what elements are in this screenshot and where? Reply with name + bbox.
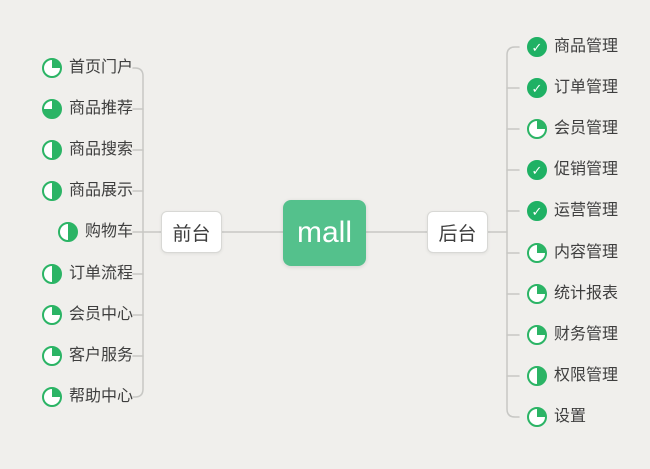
- task-progress-icon[interactable]: [527, 243, 547, 263]
- topic-item[interactable]: 订单流程: [41, 262, 133, 286]
- topic-item[interactable]: 统计报表: [527, 282, 618, 306]
- topic-label: 帮助中心: [68, 388, 133, 405]
- topic-item[interactable]: 运营管理: [527, 199, 618, 223]
- task-progress-icon[interactable]: [41, 181, 62, 201]
- topic-item[interactable]: 订单管理: [527, 76, 618, 100]
- root-topic-label: mall: [296, 216, 352, 249]
- topic-item[interactable]: 帮助中心: [41, 385, 133, 409]
- task-progress-icon[interactable]: [527, 284, 547, 304]
- topic-item[interactable]: 商品推荐: [41, 97, 133, 121]
- left-branch-ticks: [132, 108, 144, 357]
- root-topic-mall[interactable]: mall: [283, 200, 366, 266]
- right-branch-ticks: [506, 87, 520, 377]
- branch-topic-label: 后台: [438, 223, 477, 245]
- topic-item[interactable]: 商品展示: [41, 179, 133, 203]
- topic-label: 订单管理: [554, 79, 619, 96]
- topic-item[interactable]: 会员管理: [527, 117, 618, 141]
- topic-label: 商品管理: [554, 38, 619, 55]
- topic-item[interactable]: 会员中心: [41, 303, 133, 327]
- topic-item[interactable]: 客户服务: [41, 344, 133, 368]
- task-progress-icon[interactable]: [57, 222, 78, 242]
- topic-label: 促销管理: [554, 161, 619, 178]
- right-bracket-spine: [506, 46, 520, 418]
- task-progress-icon[interactable]: [41, 264, 62, 284]
- task-done-check-icon[interactable]: [527, 201, 547, 221]
- topic-item[interactable]: 财务管理: [527, 323, 618, 347]
- topic-item[interactable]: 商品搜索: [41, 138, 133, 162]
- task-progress-icon[interactable]: [527, 366, 547, 386]
- topic-label: 购物车: [84, 223, 133, 240]
- task-progress-icon[interactable]: [41, 58, 62, 78]
- task-progress-icon[interactable]: [527, 407, 547, 427]
- branch-topic-frontend[interactable]: 前台: [161, 211, 222, 253]
- topic-item[interactable]: 首页门户: [41, 56, 133, 80]
- task-progress-icon[interactable]: [41, 305, 62, 325]
- topic-label: 运营管理: [554, 202, 619, 219]
- topic-label: 会员中心: [68, 306, 133, 323]
- topic-item[interactable]: 促销管理: [527, 158, 618, 182]
- topic-label: 统计报表: [554, 285, 619, 302]
- task-progress-icon[interactable]: [527, 325, 547, 345]
- topic-label: 订单流程: [68, 265, 133, 282]
- task-done-check-icon[interactable]: [527, 160, 547, 180]
- task-progress-icon[interactable]: [41, 140, 62, 160]
- task-progress-icon[interactable]: [41, 387, 62, 407]
- branch-topic-backend[interactable]: 后台: [427, 211, 488, 253]
- topic-label: 首页门户: [68, 59, 133, 76]
- task-done-check-icon[interactable]: [527, 78, 547, 98]
- topic-label: 权限管理: [554, 367, 619, 384]
- topic-item[interactable]: 购物车: [57, 220, 133, 244]
- topic-label: 商品搜索: [68, 141, 133, 158]
- topic-label: 设置: [554, 408, 587, 425]
- task-progress-icon[interactable]: [41, 346, 62, 366]
- task-progress-icon[interactable]: [527, 119, 547, 139]
- topic-item[interactable]: 设置: [527, 405, 586, 429]
- task-progress-icon[interactable]: [41, 99, 62, 119]
- topic-label: 商品推荐: [68, 100, 133, 117]
- topic-label: 财务管理: [554, 326, 619, 343]
- topic-item[interactable]: 商品管理: [527, 35, 618, 59]
- branch-topic-label: 前台: [172, 223, 211, 245]
- topic-label: 客户服务: [68, 347, 133, 364]
- task-done-check-icon[interactable]: [527, 37, 547, 57]
- topic-label: 内容管理: [554, 244, 619, 261]
- topic-label: 会员管理: [554, 120, 619, 137]
- topic-item[interactable]: 权限管理: [527, 364, 618, 388]
- topic-item[interactable]: 内容管理: [527, 241, 618, 265]
- topic-label: 商品展示: [68, 182, 133, 199]
